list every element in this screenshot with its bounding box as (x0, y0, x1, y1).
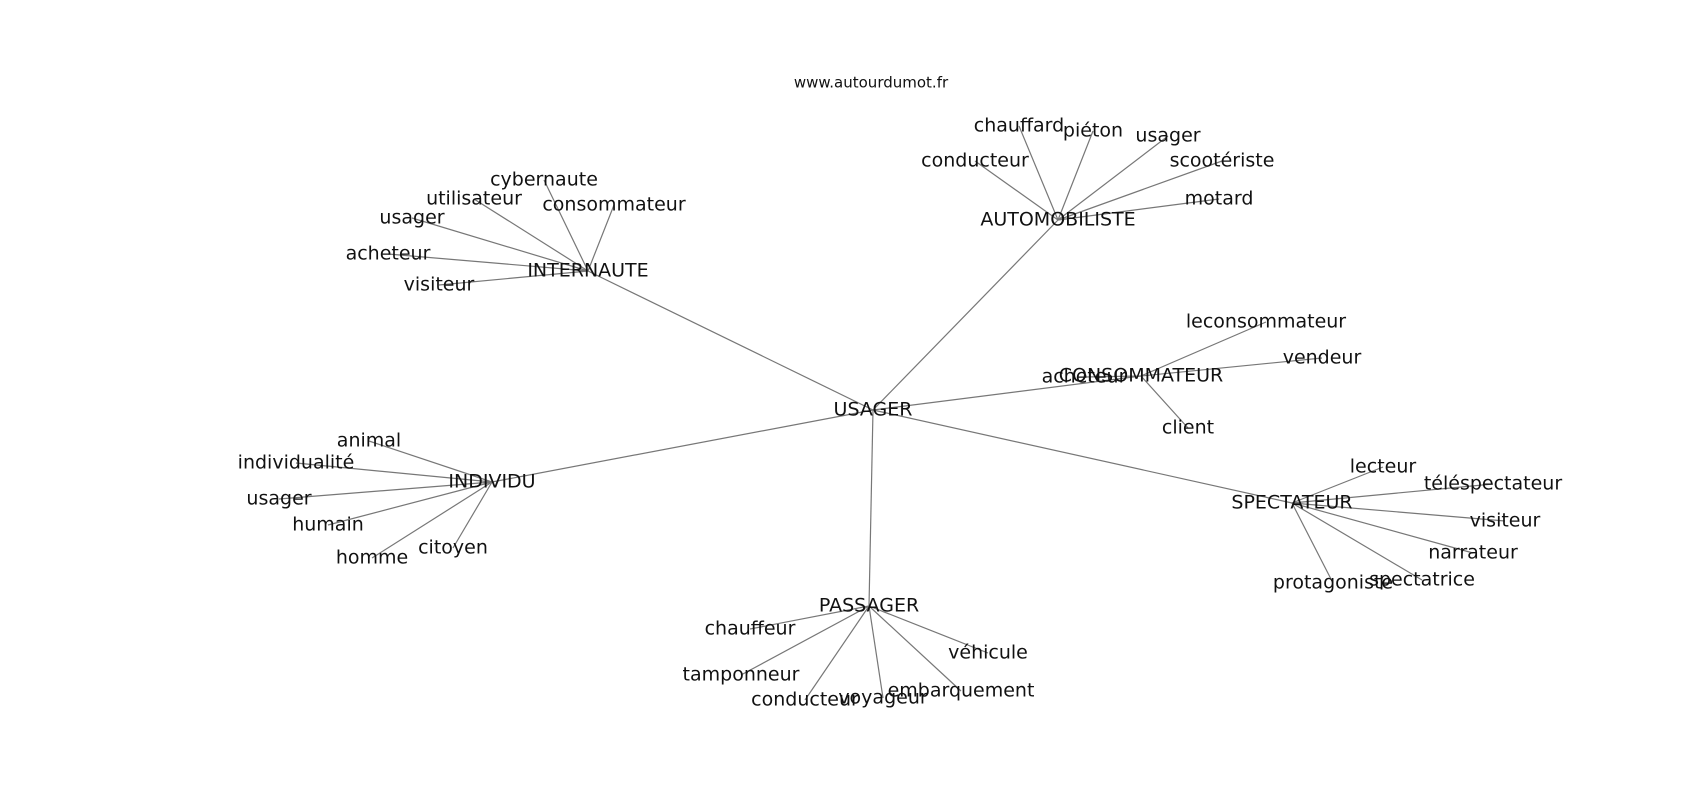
edge-cluster-1-leaf-5 (1057, 198, 1220, 221)
edge-center-to-3 (491, 409, 874, 483)
leaf-node-label[interactable]: visiteur (404, 274, 475, 296)
leaf-node-label[interactable]: lecteur (1350, 456, 1417, 478)
edge-cluster-5-leaf-4 (804, 605, 870, 701)
leaf-node-label[interactable]: narrateur (1428, 542, 1518, 564)
edge-cluster-4-leaf-0 (1291, 466, 1384, 504)
leaf-node-label[interactable]: scootériste (1170, 150, 1275, 172)
edge-cluster-0-leaf-5 (438, 270, 589, 286)
cluster-node-label[interactable]: AUTOMOBILISTE (980, 209, 1135, 231)
leaf-node-label[interactable]: véhicule (948, 642, 1028, 664)
leaf-node-label[interactable]: utilisateur (426, 188, 522, 210)
edge-cluster-5-leaf-3 (868, 605, 962, 692)
leaf-node-label[interactable]: conducteur (921, 150, 1029, 172)
leaf-node-label[interactable]: individualité (238, 452, 355, 474)
edge-cluster-1-leaf-4 (1057, 160, 1223, 221)
leaf-node-label[interactable]: chauffeur (705, 618, 796, 640)
edge-cluster-4-leaf-4 (1291, 502, 1334, 584)
leaf-node-label[interactable]: visiteur (1470, 510, 1541, 532)
cluster-node-label[interactable]: CONSOMMATEUR (1059, 365, 1223, 387)
edge-cluster-3-leaf-3 (327, 481, 493, 526)
edge-cluster-3-leaf-0 (368, 440, 493, 483)
edge-center-to-1 (872, 219, 1059, 411)
leaf-node-label[interactable]: spectatrice (1369, 569, 1475, 591)
leaf-node-label[interactable]: vendeur (1283, 347, 1362, 369)
edge-cluster-0-leaf-3 (411, 217, 589, 272)
watermark-text[interactable]: www.autourdumot.fr (794, 74, 949, 92)
edges-layer (278, 125, 1506, 701)
edge-cluster-4-leaf-3 (1291, 502, 1474, 554)
cluster-node-label[interactable]: SPECTATEUR (1231, 492, 1352, 514)
edge-cluster-1-leaf-2 (1057, 135, 1169, 221)
leaf-node-label[interactable]: homme (336, 547, 408, 569)
leaf-node-label[interactable]: chauffard (974, 115, 1064, 137)
edge-center-to-4 (872, 409, 1293, 504)
leaf-node-label[interactable]: protagoniste (1273, 572, 1393, 594)
edge-cluster-2-leaf-3 (1140, 375, 1189, 429)
leaf-node-label[interactable]: usager (1135, 125, 1200, 147)
leaf-node-label[interactable]: téléspectateur (1424, 473, 1562, 495)
leaf-node-label[interactable]: usager (379, 207, 444, 229)
edge-cluster-0-leaf-2 (587, 204, 615, 272)
leaf-node-label[interactable]: motard (1185, 188, 1254, 210)
edge-cluster-0-leaf-4 (387, 253, 589, 272)
leaf-node-label[interactable]: animal (337, 430, 401, 452)
leaf-node-label[interactable]: embarquement (888, 680, 1035, 702)
leaf-node-label[interactable]: client (1162, 417, 1214, 439)
edge-cluster-0-leaf-0 (543, 179, 589, 272)
edge-cluster-4-leaf-1 (1291, 483, 1494, 504)
center-node-label[interactable]: USAGER (834, 399, 913, 421)
leaf-node-label[interactable]: humain (292, 514, 364, 536)
cluster-node-label[interactable]: INDIVIDU (448, 471, 535, 493)
leaf-node-label[interactable]: cybernaute (490, 169, 598, 191)
leaf-node-label[interactable]: acheteur (1042, 366, 1127, 388)
edge-cluster-5-leaf-5 (868, 605, 884, 699)
edge-cluster-1-leaf-0 (1018, 125, 1059, 221)
cluster-node-label[interactable]: PASSAGER (819, 595, 919, 617)
edge-cluster-4-leaf-2 (1291, 502, 1506, 522)
leaf-node-label[interactable]: voyageur (838, 687, 928, 709)
edge-cluster-1-leaf-1 (1057, 130, 1094, 221)
edge-center-to-5 (868, 409, 874, 607)
edge-cluster-0-leaf-1 (473, 198, 589, 272)
edge-cluster-3-leaf-1 (295, 462, 493, 483)
edge-cluster-5-leaf-1 (868, 605, 989, 654)
leaf-node-label[interactable]: consommateur (542, 194, 685, 216)
edge-center-to-0 (587, 270, 874, 411)
edge-center-to-2 (872, 375, 1142, 411)
leaf-node-label[interactable]: leconsommateur (1186, 311, 1346, 333)
leaf-node-label[interactable]: citoyen (418, 537, 488, 559)
edge-cluster-2-leaf-1 (1140, 357, 1323, 377)
edge-cluster-3-leaf-4 (371, 481, 493, 559)
edge-cluster-5-leaf-0 (749, 605, 870, 630)
leaf-node-label[interactable]: acheteur (346, 243, 431, 265)
leaf-node-label[interactable]: tamponneur (683, 664, 800, 686)
edge-cluster-2-leaf-0 (1140, 321, 1267, 377)
edge-cluster-3-leaf-2 (278, 481, 493, 500)
leaf-node-label[interactable]: piéton (1063, 120, 1123, 142)
edge-cluster-5-leaf-2 (740, 605, 870, 676)
edge-cluster-1-leaf-3 (974, 160, 1059, 221)
edge-cluster-3-leaf-5 (452, 481, 493, 549)
edge-cluster-2-leaf-2 (1083, 375, 1142, 378)
leaf-node-label[interactable]: usager (246, 488, 311, 510)
cluster-node-label[interactable]: INTERNAUTE (527, 260, 648, 282)
leaf-node-label[interactable]: conducteur (751, 689, 859, 711)
edge-cluster-4-leaf-5 (1291, 502, 1423, 581)
